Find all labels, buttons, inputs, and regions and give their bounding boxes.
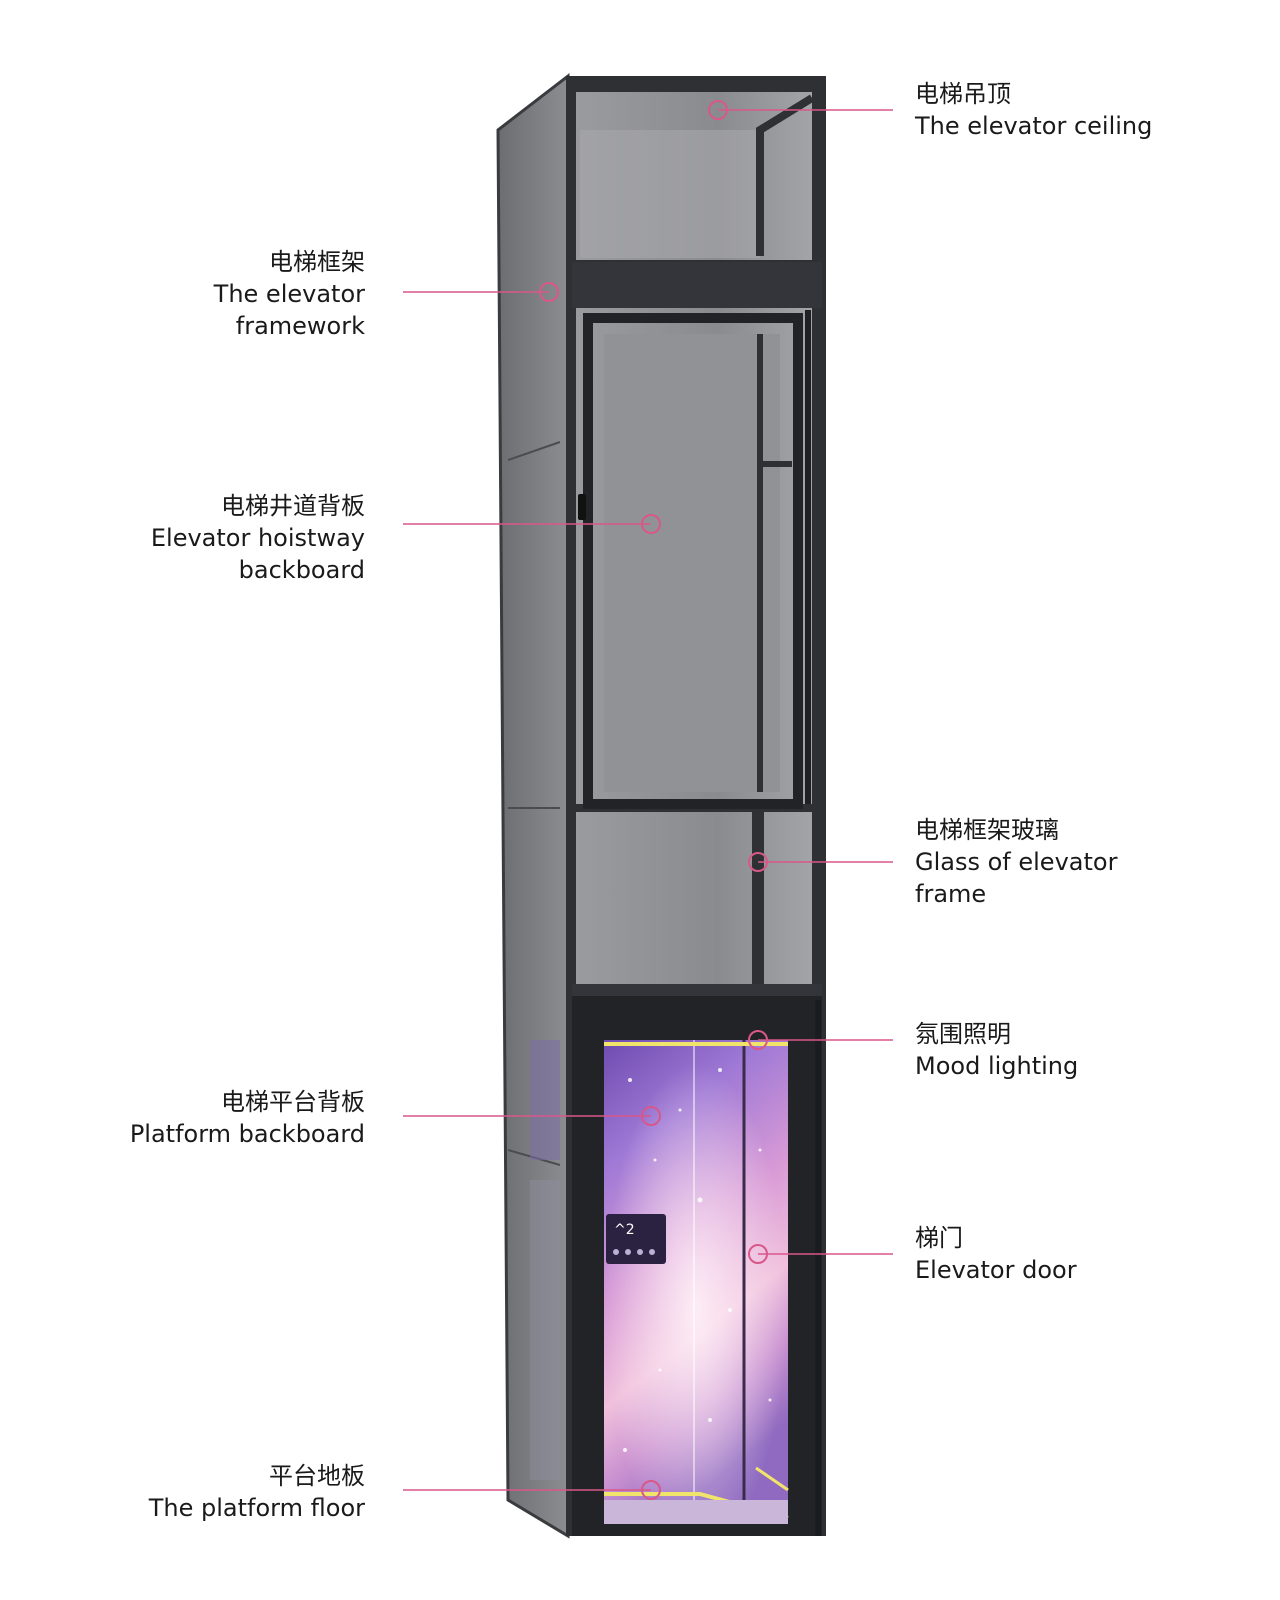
label-frame-glass: 电梯框架玻璃 Glass of elevator frame xyxy=(915,814,1117,910)
ceiling-inner xyxy=(580,130,760,258)
label-framework: 电梯框架 The elevator framework xyxy=(214,246,365,342)
framework-bar xyxy=(572,262,822,308)
label-elevator-door: 梯门 Elevator door xyxy=(915,1222,1077,1286)
label-zh: 电梯吊顶 xyxy=(915,80,1011,108)
label-platform-floor: 平台地板 The platform floor xyxy=(149,1460,365,1524)
callout-markers xyxy=(403,100,893,1500)
callout-marker-ceiling xyxy=(708,100,728,120)
label-en: Elevator hoistway xyxy=(150,524,365,552)
control-panel-display: ^2 xyxy=(614,1222,635,1238)
label-zh: 电梯框架玻璃 xyxy=(915,816,1059,844)
cabin-side-glass xyxy=(530,1040,560,1160)
callout-marker-framework xyxy=(539,282,559,302)
label-en: framework xyxy=(235,312,365,340)
callout-marker-frame-glass xyxy=(748,852,768,872)
label-zh: 平台地板 xyxy=(269,1462,365,1490)
label-zh: 电梯框架 xyxy=(269,248,365,276)
ceiling-beam xyxy=(756,94,815,256)
cabin-inner-glass xyxy=(604,334,780,792)
frame-glass-mullion xyxy=(752,812,764,984)
label-en: The elevator ceiling xyxy=(915,112,1153,140)
floor-light-strip xyxy=(755,1466,789,1492)
cabin-door-frame xyxy=(583,313,803,809)
label-en: The platform floor xyxy=(148,1494,365,1522)
label-zh: 电梯平台背板 xyxy=(221,1088,365,1116)
door-handle xyxy=(578,494,586,520)
label-ceiling: 电梯吊顶 The elevator ceiling xyxy=(915,78,1152,142)
nebula-glow xyxy=(604,1040,788,1524)
label-en: backboard xyxy=(238,556,365,584)
callout-marker-elevator-door xyxy=(748,1244,768,1264)
label-mood-lighting: 氛围照明 Mood lighting xyxy=(915,1018,1078,1082)
label-en: Elevator door xyxy=(915,1256,1077,1284)
label-zh: 电梯井道背板 xyxy=(221,492,365,520)
control-panel-buttons xyxy=(613,1249,655,1255)
side-seam xyxy=(507,441,561,461)
label-en: The elevator xyxy=(213,280,365,308)
callout-marker-platform-floor xyxy=(641,1480,661,1500)
frame-glass-panel xyxy=(576,812,812,984)
label-hoistway-backboard: 电梯井道背板 Elevator hoistway backboard xyxy=(151,490,365,586)
callout-marker-hoistway-backboard xyxy=(641,514,661,534)
label-en: Platform backboard xyxy=(129,1120,365,1148)
callout-marker-mood-lighting xyxy=(748,1030,768,1050)
label-en: frame xyxy=(915,880,987,908)
label-platform-backboard: 电梯平台背板 Platform backboard xyxy=(130,1086,365,1150)
frame-glass-bar xyxy=(572,984,822,996)
label-en: Mood lighting xyxy=(915,1052,1079,1080)
label-zh: 氛围照明 xyxy=(915,1020,1011,1048)
callout-marker-platform-backboard xyxy=(641,1106,661,1126)
label-zh: 梯门 xyxy=(915,1224,963,1252)
platform-floor xyxy=(604,1500,788,1524)
cabin-side-glass xyxy=(530,1180,560,1480)
label-en: Glass of elevator xyxy=(915,848,1118,876)
stars xyxy=(623,1068,772,1452)
